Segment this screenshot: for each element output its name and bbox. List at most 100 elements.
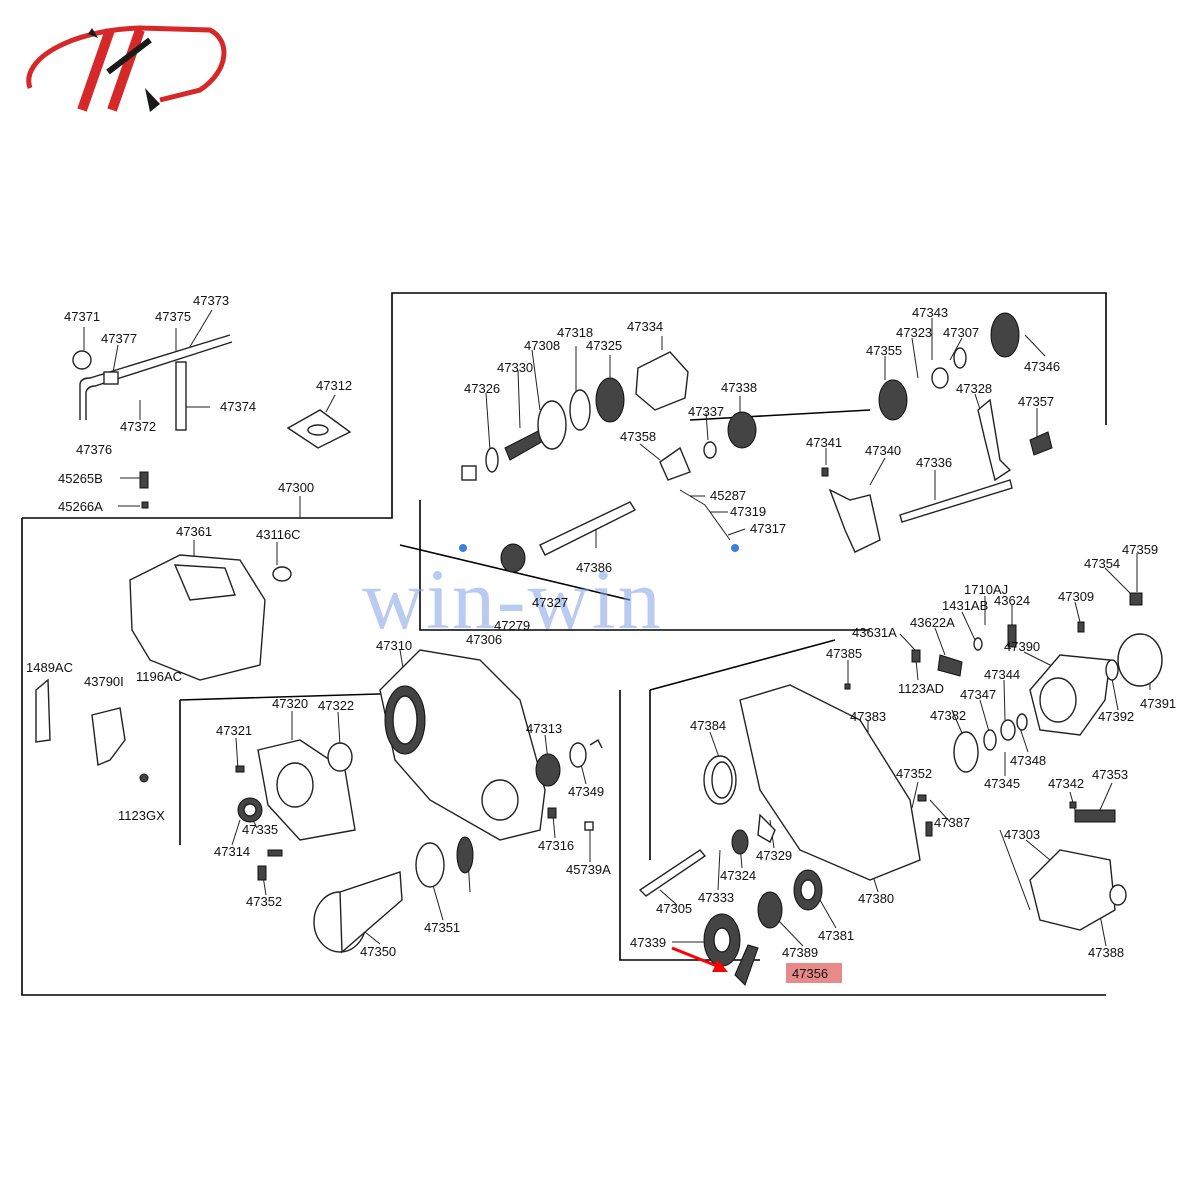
part-label: 47375 bbox=[155, 309, 191, 324]
highlighted-part-label: 47356 bbox=[792, 966, 828, 981]
part-label: 47361 bbox=[176, 524, 212, 539]
part-label: 47318 bbox=[557, 325, 593, 340]
part-label: 47376 bbox=[76, 442, 112, 457]
part-label: 47339 bbox=[630, 935, 666, 950]
part-label: 47350 bbox=[360, 944, 396, 959]
part-label: 47372 bbox=[120, 419, 156, 434]
part-label: 47390 bbox=[1004, 639, 1040, 654]
part-label: 47333 bbox=[698, 890, 734, 905]
part-label: 47377 bbox=[101, 331, 137, 346]
part-label: 45266A bbox=[58, 499, 103, 514]
part-label: 47380 bbox=[858, 891, 894, 906]
part-label: 47341 bbox=[806, 435, 842, 450]
part-label: 47340 bbox=[865, 443, 901, 458]
part-label: 47346 bbox=[1024, 359, 1060, 374]
part-label: 47336 bbox=[916, 455, 952, 470]
part-label: 47308 bbox=[524, 338, 560, 353]
part-label: 43790I bbox=[84, 674, 124, 689]
part-label: 47320 bbox=[272, 696, 308, 711]
part-label: 43631A bbox=[852, 625, 897, 640]
part-label: 47338 bbox=[721, 380, 757, 395]
part-label: 47347 bbox=[960, 687, 996, 702]
red-arrow-icon bbox=[671, 946, 723, 970]
part-label: 47391 bbox=[1140, 696, 1176, 711]
part-label: 47383 bbox=[850, 709, 886, 724]
part-label: 47309 bbox=[1058, 589, 1094, 604]
highlight-marker bbox=[671, 946, 842, 983]
part-label: 47306 bbox=[466, 632, 502, 647]
part-label: 47313 bbox=[526, 721, 562, 736]
part-label: 47354 bbox=[1084, 556, 1120, 571]
part-label: 1123GX bbox=[118, 808, 165, 823]
part-label: 47374 bbox=[220, 399, 256, 414]
part-label: 47329 bbox=[756, 848, 792, 863]
part-label: 47342 bbox=[1048, 776, 1084, 791]
part-label: 47303 bbox=[1004, 827, 1040, 842]
part-label: 47382 bbox=[930, 708, 966, 723]
part-label: 47344 bbox=[984, 667, 1020, 682]
part-label: 47323 bbox=[896, 325, 932, 340]
part-label: 43116C bbox=[256, 527, 301, 542]
part-label: 47381 bbox=[818, 928, 854, 943]
part-label: 45265B bbox=[58, 471, 103, 486]
part-label: 45287 bbox=[710, 488, 746, 503]
part-label: 47384 bbox=[690, 718, 726, 733]
part-label: 47335 bbox=[242, 822, 278, 837]
part-label: 47326 bbox=[464, 381, 500, 396]
part-label: 1489AC bbox=[26, 660, 73, 675]
part-label: 1196AC bbox=[136, 669, 182, 684]
part-label: 47330 bbox=[497, 360, 533, 375]
part-labels: 47371 47373 47377 47375 47376 47372 4737… bbox=[26, 293, 1176, 981]
part-shapes bbox=[35, 312, 1163, 986]
lead-lines bbox=[83, 309, 1151, 947]
part-label: 43622A bbox=[910, 615, 955, 630]
part-label: 47316 bbox=[538, 838, 574, 853]
part-label: 47279 bbox=[494, 618, 530, 633]
part-label: 1123AD bbox=[898, 681, 944, 696]
part-label: 47352 bbox=[896, 766, 932, 781]
part-label: 47324 bbox=[720, 868, 756, 883]
part-label: 47392 bbox=[1098, 709, 1134, 724]
part-label: 47352 bbox=[246, 894, 282, 909]
part-label: 47310 bbox=[376, 638, 412, 653]
part-label: 47328 bbox=[956, 381, 992, 396]
part-label: 47357 bbox=[1018, 394, 1054, 409]
part-label: 45739A bbox=[566, 862, 611, 877]
part-label: 47317 bbox=[750, 521, 786, 536]
part-label: 47351 bbox=[424, 920, 460, 935]
part-label: 47345 bbox=[984, 776, 1020, 791]
part-label: 47355 bbox=[866, 343, 902, 358]
part-label: 43624 bbox=[994, 593, 1030, 608]
part-label: 47389 bbox=[782, 945, 818, 960]
part-label: 47349 bbox=[568, 784, 604, 799]
part-label: 47321 bbox=[216, 723, 252, 738]
part-label: 47373 bbox=[193, 293, 229, 308]
part-label: 47371 bbox=[64, 309, 100, 324]
part-label: 47387 bbox=[934, 815, 970, 830]
part-label: 47385 bbox=[826, 646, 862, 661]
part-label: 47305 bbox=[656, 901, 692, 916]
watermark: win-win bbox=[362, 551, 663, 647]
part-label: 47386 bbox=[576, 560, 612, 575]
part-label: 47353 bbox=[1092, 767, 1128, 782]
part-label: 47343 bbox=[912, 305, 948, 320]
part-label: 47300 bbox=[278, 480, 314, 495]
part-label: 47314 bbox=[214, 844, 250, 859]
part-label: 47348 bbox=[1010, 753, 1046, 768]
part-label: 1431AB bbox=[942, 598, 988, 613]
brand-logo bbox=[26, 25, 227, 112]
part-label: 47359 bbox=[1122, 542, 1158, 557]
part-label: 47327 bbox=[532, 595, 568, 610]
part-label: 47307 bbox=[943, 325, 979, 340]
part-label: 47322 bbox=[318, 698, 354, 713]
diagram-frames bbox=[21, 292, 1107, 996]
part-label: 47334 bbox=[627, 319, 663, 334]
part-label: 47337 bbox=[688, 404, 724, 419]
part-label: 47325 bbox=[586, 338, 622, 353]
part-label: 47319 bbox=[730, 504, 766, 519]
highlight-box bbox=[786, 963, 842, 983]
part-label: 47312 bbox=[316, 378, 352, 393]
part-label: 47388 bbox=[1088, 945, 1124, 960]
part-label: 47358 bbox=[620, 429, 656, 444]
